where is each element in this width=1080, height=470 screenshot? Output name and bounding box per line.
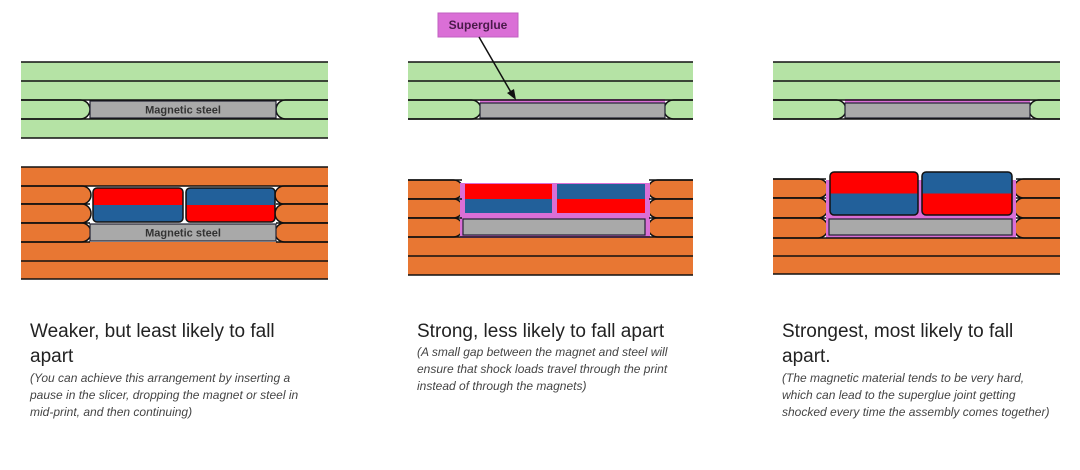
- steel-label: Magnetic steel: [145, 105, 221, 117]
- superglue-layer: [480, 99, 665, 103]
- layer-stub: [1013, 197, 1068, 219]
- panel-note: which can lead to the superglue joint ge…: [782, 388, 1016, 402]
- magnetic-steel: [828, 218, 1013, 236]
- panel-title: apart: [30, 346, 74, 367]
- magnet-outline: [921, 171, 1013, 216]
- panel-note: (A small gap between the magnet and stee…: [417, 345, 668, 359]
- magnet-outline: [829, 171, 919, 216]
- panel-title: Strongest, most likely to fall: [782, 321, 1013, 342]
- layer-stub: [765, 99, 847, 120]
- layer-stub: [274, 185, 336, 205]
- layer-stub: [765, 197, 829, 219]
- superglue-label-box: [437, 12, 519, 38]
- steel-label: Magnetic steel: [145, 228, 221, 240]
- magnet-half: [922, 172, 1012, 194]
- magnetic-steel: [479, 102, 666, 119]
- edge-mask: [763, 99, 773, 120]
- layer-stub: [14, 222, 92, 243]
- panel-note: pause in the slicer, dropping the magnet…: [29, 388, 298, 402]
- arrow-head-icon: [507, 89, 516, 100]
- panel-note: ensure that shock loads travel through t…: [417, 362, 668, 376]
- magnet-outline: [185, 187, 276, 223]
- edge-mask: [12, 184, 21, 244]
- layer-stub: [275, 99, 336, 120]
- magnet-outline: [92, 187, 184, 223]
- panel-1-caption: Weaker, but least likely to fall apart (…: [29, 321, 298, 419]
- superglue-label: Superglue: [449, 18, 508, 32]
- panel-note: (You can achieve this arrangement by ins…: [30, 371, 290, 385]
- layer-stub: [400, 99, 482, 120]
- layer-stub: [274, 222, 336, 243]
- superglue-callout: Superglue: [437, 12, 519, 100]
- magnet-half: [830, 172, 918, 194]
- edge-mask: [398, 99, 408, 120]
- edge-mask: [328, 99, 338, 120]
- magnetic-steel: [89, 223, 277, 242]
- magnetic-steel: [462, 218, 646, 236]
- layer-stub: [765, 217, 829, 239]
- magnet-half: [186, 188, 275, 205]
- layer-stub: [14, 185, 92, 205]
- magnetic-steel: [844, 102, 1031, 119]
- layer-stub: [765, 178, 829, 199]
- edge-mask: [763, 177, 773, 240]
- panel-title: apart.: [782, 346, 831, 367]
- panel-note: instead of through the magnets): [417, 379, 586, 393]
- magnet-half: [93, 188, 183, 205]
- panel-note: mid-print, and then continuing): [30, 405, 192, 419]
- edge-mask: [1060, 177, 1072, 240]
- layer-stub: [14, 99, 91, 120]
- magnet-half: [465, 184, 552, 199]
- layer-stub: [1013, 178, 1068, 199]
- arrow-line: [478, 36, 513, 95]
- layer-stub: [400, 179, 464, 200]
- edge-mask: [14, 99, 21, 120]
- layer-stub: [1013, 217, 1068, 239]
- panel-2-caption: Strong, less likely to fall apart (A sma…: [417, 321, 668, 393]
- superglue-layer: [845, 99, 1030, 103]
- layer-stub: [400, 198, 464, 219]
- layer-stub: [14, 203, 92, 224]
- edge-mask: [398, 178, 408, 239]
- edge-mask: [328, 184, 338, 244]
- layer-stub: [274, 203, 336, 224]
- magnetic-steel: [89, 100, 277, 119]
- magnet-half: [557, 184, 645, 199]
- panel-title: Weaker, but least likely to fall: [30, 321, 275, 342]
- panel-3-caption: Strongest, most likely to fall apart. (T…: [782, 321, 1049, 419]
- edge-mask: [693, 178, 703, 239]
- edge-mask: [1060, 99, 1072, 120]
- edge-mask: [693, 99, 703, 120]
- layer-stub: [400, 217, 464, 238]
- panel-title: Strong, less likely to fall apart: [417, 321, 665, 342]
- panel-note: shocked every time the assembly comes to…: [782, 405, 1049, 419]
- panel-note: (The magnetic material tends to be very …: [782, 371, 1024, 385]
